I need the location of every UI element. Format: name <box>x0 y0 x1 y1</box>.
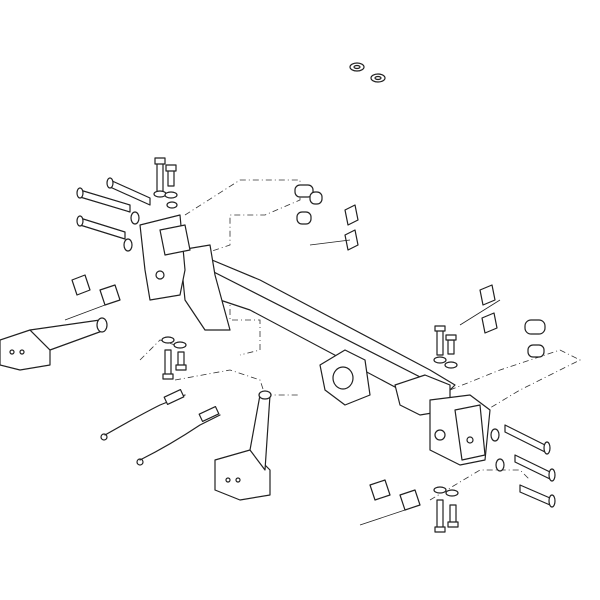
right-bushings <box>459 284 546 358</box>
vertical-bolts-left-lower <box>161 336 187 380</box>
right-bolts <box>490 424 556 508</box>
left-bolts <box>76 177 151 252</box>
nut-plates <box>64 274 421 526</box>
right-tow-tab <box>214 390 272 501</box>
vertical-bolts-top <box>153 157 178 209</box>
left-mounting-bracket <box>139 214 191 301</box>
upper-right-bushings <box>294 184 359 251</box>
left-tow-tab <box>0 317 108 371</box>
safety-cables <box>100 388 221 466</box>
crossbar <box>169 244 456 416</box>
right-mounting-bracket <box>429 394 491 466</box>
vertical-bolts-right <box>433 325 459 533</box>
washer-pair <box>349 62 386 83</box>
